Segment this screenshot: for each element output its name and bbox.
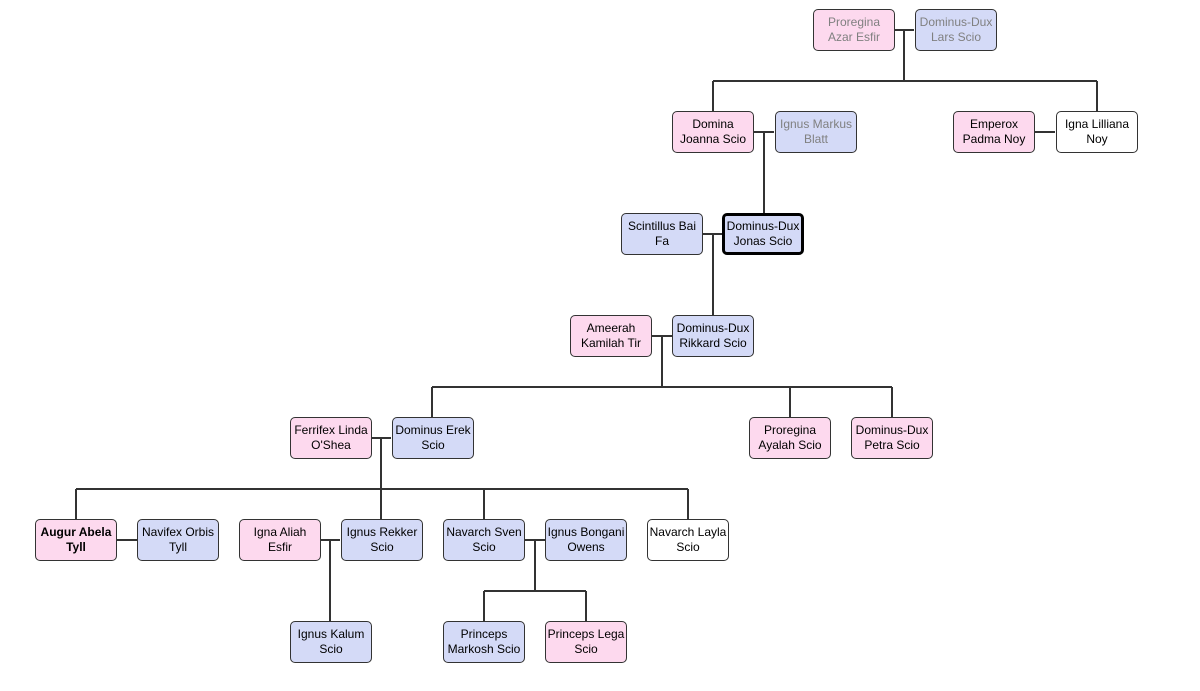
person-name: O'Shea	[311, 438, 351, 452]
person-title: Princeps	[460, 627, 508, 641]
person-title: Princeps Lega	[547, 627, 625, 641]
person-name: Lars Scio	[930, 30, 982, 44]
person-title: Emperox	[969, 117, 1019, 131]
person-name: Esfir	[268, 540, 292, 554]
person-name: Noy	[1086, 132, 1108, 146]
person-title: Proregina	[827, 15, 881, 29]
person-title: Igna Lilliana	[1064, 117, 1130, 131]
person-title: Ignus Rekker	[346, 525, 418, 539]
person-name: Jonas Scio	[733, 234, 793, 248]
person-name: Scio	[574, 642, 598, 656]
person-name: Tyll	[66, 540, 86, 554]
person-name: Ayalah Scio	[758, 438, 822, 452]
person-title: Dominus Erek	[395, 423, 471, 437]
person-title: Ignus Bongani	[547, 525, 625, 539]
person-title: Scintillus Bai	[627, 219, 697, 233]
person-title: Ferrifex Linda	[294, 423, 368, 437]
person-title: Ameerah	[586, 321, 636, 335]
person-name: Markosh Scio	[447, 642, 521, 656]
person-name: Scio	[472, 540, 496, 554]
person-title: Navarch Layla	[649, 525, 727, 539]
person-title: Ignus Markus	[779, 117, 853, 131]
person-name: Tyll	[169, 540, 187, 554]
person-name: Petra Scio	[864, 438, 920, 452]
person-name: Scio	[370, 540, 394, 554]
person-name: Scio	[319, 642, 343, 656]
person-name: Scio	[676, 540, 700, 554]
person-title: Dominus-Dux	[919, 15, 993, 29]
person-name: Padma Noy	[962, 132, 1026, 146]
person-name: Rikkard Scio	[679, 336, 747, 350]
person-title: Augur Abela	[40, 525, 112, 539]
person-name: Owens	[567, 540, 605, 554]
person-title: Navifex Orbis	[141, 525, 215, 539]
person-name: Kamilah Tir	[580, 336, 642, 350]
person-name: Azar Esfir	[827, 30, 880, 44]
person-title: Proregina	[763, 423, 817, 437]
person-name: Joanna Scio	[679, 132, 747, 146]
person-title: Domina	[692, 117, 734, 131]
person-title: Navarch Sven	[446, 525, 522, 539]
person-title: Dominus-Dux	[726, 219, 800, 233]
person-title: Dominus-Dux	[855, 423, 929, 437]
person-title: Dominus-Dux	[676, 321, 750, 335]
person-title: Igna Aliah	[253, 525, 307, 539]
person-name: Fa	[654, 234, 669, 248]
person-name: Blatt	[803, 132, 828, 146]
person-name: Scio	[421, 438, 445, 452]
person-title: Ignus Kalum	[297, 627, 365, 641]
